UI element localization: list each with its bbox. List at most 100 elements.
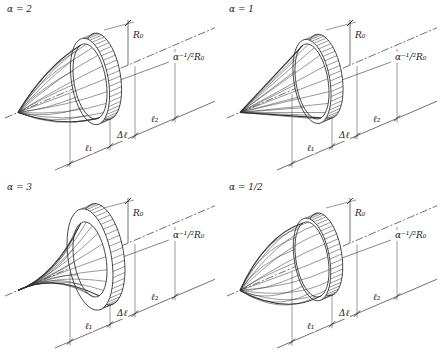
meridian-line <box>240 112 321 117</box>
meridian-line <box>18 249 73 290</box>
collar-hatch <box>327 60 339 65</box>
collar-hatch <box>331 264 343 269</box>
collar-hatch <box>106 229 118 234</box>
collar-hatch <box>113 278 125 283</box>
extension-line <box>70 272 71 346</box>
collar-hatch <box>90 35 102 40</box>
meridian-line <box>18 282 88 293</box>
collar-hatch <box>113 260 125 265</box>
meridian-line <box>18 71 73 112</box>
dimension-tick <box>172 115 178 121</box>
meridian-line <box>240 66 325 112</box>
shape-panel <box>5 198 215 348</box>
length-label: ℓ₁ <box>84 143 93 154</box>
collar-hatch <box>110 293 122 298</box>
collar-hatch <box>323 230 335 235</box>
length-label: ℓ₁ <box>306 321 315 332</box>
collar-hatch <box>305 213 317 218</box>
base-ellipse <box>73 222 107 297</box>
extension-line <box>104 200 134 208</box>
collar-hatch <box>328 108 340 113</box>
length-label: Δℓ <box>116 308 128 319</box>
meridian-line <box>18 237 74 290</box>
radius-label: R₀ <box>132 30 144 41</box>
collar-hatch <box>110 87 122 92</box>
collar-hatch <box>108 235 120 240</box>
collar-hatch <box>309 35 321 40</box>
parameter-label: α = 1/2 <box>228 182 264 193</box>
leader-line <box>120 240 169 258</box>
axis-line <box>227 28 437 118</box>
collar-hatch <box>328 65 340 70</box>
dimension-tick <box>107 143 113 149</box>
collar-ring <box>70 38 109 124</box>
extension-line <box>326 22 356 30</box>
meridian-line <box>240 44 308 112</box>
radius-label: R₀ <box>132 208 144 219</box>
collar-hatch <box>321 226 333 231</box>
parameter-label: α = 3 <box>6 182 33 193</box>
extension-line <box>70 94 71 168</box>
meridian-line <box>240 281 328 293</box>
collar-hatch <box>101 219 113 224</box>
dimension-tick <box>132 311 138 317</box>
dimension-tick <box>132 133 138 139</box>
collar-hatch <box>329 71 341 76</box>
collar-hatch <box>312 36 324 41</box>
collar-hatch <box>325 234 337 239</box>
collar-hatch <box>108 70 120 75</box>
collar-hatch <box>87 34 99 39</box>
collar-ring <box>293 39 331 123</box>
meridian-line <box>18 79 106 113</box>
collar-hatch <box>331 81 343 86</box>
extension-line <box>357 66 358 140</box>
length-label: ℓ₂ <box>372 114 381 125</box>
meridian-line <box>18 44 86 112</box>
meridian-line <box>240 290 316 305</box>
meridian-line <box>240 59 296 112</box>
collar-hatch <box>113 266 125 271</box>
length-label: ℓ₁ <box>84 321 93 332</box>
collar-hatch <box>317 41 329 46</box>
dimension-tick <box>347 20 353 26</box>
dimension-tick <box>107 321 113 327</box>
meridian-line <box>240 112 316 118</box>
meridian-line <box>18 59 74 112</box>
length-label: Δℓ <box>338 130 350 141</box>
dimension-tick <box>289 161 295 167</box>
collar-hatch <box>112 254 124 259</box>
meridian-line <box>240 103 328 112</box>
dimension-tick <box>67 161 73 167</box>
collar-hatch <box>326 239 338 244</box>
collar-hatch <box>305 34 317 39</box>
meridian-line <box>240 228 299 290</box>
radius-label: R₀ <box>354 208 366 219</box>
extension-line <box>292 272 293 346</box>
meridian-line <box>18 112 88 119</box>
collar-hatch <box>103 55 115 60</box>
radius-label: α⁻¹/²R₀ <box>394 230 427 241</box>
meridian-line <box>18 233 98 290</box>
extension-line <box>135 66 136 140</box>
collar-hatch <box>108 106 120 111</box>
length-label: ℓ₂ <box>150 114 159 125</box>
dimension-line <box>350 198 351 243</box>
collar-hatch <box>330 259 342 264</box>
collar-hatch <box>103 224 115 229</box>
parameter-label: α = 1 <box>228 4 255 15</box>
collar-hatch <box>87 204 99 209</box>
collar-hatch <box>106 65 118 70</box>
meridian-line <box>18 45 81 112</box>
collar-hatch <box>330 76 342 81</box>
radius-label: α⁻¹/²R₀ <box>394 52 427 63</box>
collar-hatch <box>331 86 343 91</box>
collar-ring <box>293 218 330 300</box>
shape-panel <box>227 198 437 348</box>
meridian-line <box>240 270 329 291</box>
length-label: Δℓ <box>116 130 128 141</box>
collar-hatch <box>109 241 121 246</box>
meridian-line <box>240 275 299 291</box>
collar-hatch <box>81 204 93 209</box>
meridian-line <box>240 223 303 290</box>
